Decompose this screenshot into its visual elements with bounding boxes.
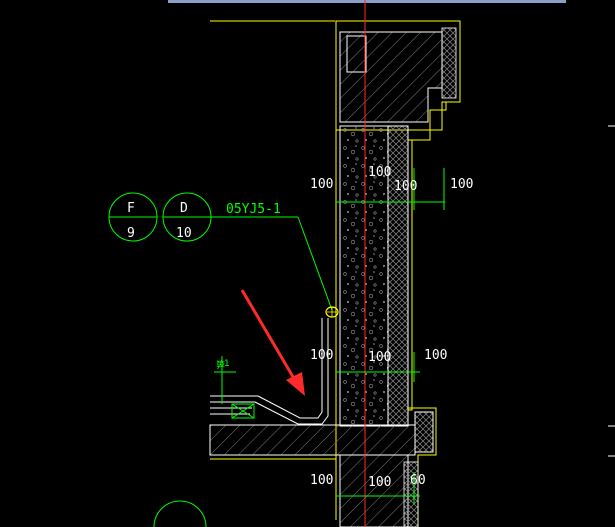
callout-left-top: F [127, 201, 135, 216]
callout-left-bottom: 9 [127, 226, 135, 241]
wall-core-concrete [339, 125, 389, 427]
upper-wall-inner [339, 31, 443, 123]
top-window-bar [168, 0, 566, 3]
bottom-section-bubble [153, 500, 207, 527]
lower-wall-insulation [403, 461, 419, 527]
dim-top-right-2: 100 [450, 177, 473, 192]
dim-bottom-right: 60 [410, 473, 426, 488]
lower-wall-block [339, 454, 409, 527]
dim-top-left: 100 [310, 177, 333, 192]
drain-marker-glyph: 箅 [216, 359, 225, 371]
callout-right-bottom: 10 [176, 226, 192, 241]
floor-slab [209, 424, 416, 456]
dim-top-right-1: 100 [394, 179, 417, 194]
floor-slab-insulation [414, 411, 434, 453]
dim-bottom-center: 100 [368, 475, 391, 490]
dim-mid-center: 100 [368, 350, 391, 365]
detail-callout: F 9 D 10 05YJ5-1 [108, 192, 339, 318]
dim-mid-left: 100 [310, 348, 333, 363]
callout-leader-diagonal [297, 216, 333, 311]
upper-wall-small-box [346, 35, 367, 73]
drain-marker-label: 1 [224, 359, 230, 369]
dim-top-center: 100 [368, 165, 391, 180]
upper-wall-insulation [441, 27, 457, 99]
drain-marker: 1 箅 [214, 356, 255, 419]
red-pointer-arrow [240, 289, 305, 396]
callout-reference: 05YJ5-1 [226, 202, 281, 217]
wall-step-outline-top [408, 101, 460, 141]
dim-bottom-left: 100 [310, 473, 333, 488]
dimension-lines [336, 168, 445, 504]
callout-right-top: D [180, 201, 188, 216]
terrace-layers [210, 318, 329, 425]
right-edge-ticks [608, 125, 615, 457]
dim-mid-right: 100 [424, 348, 447, 363]
